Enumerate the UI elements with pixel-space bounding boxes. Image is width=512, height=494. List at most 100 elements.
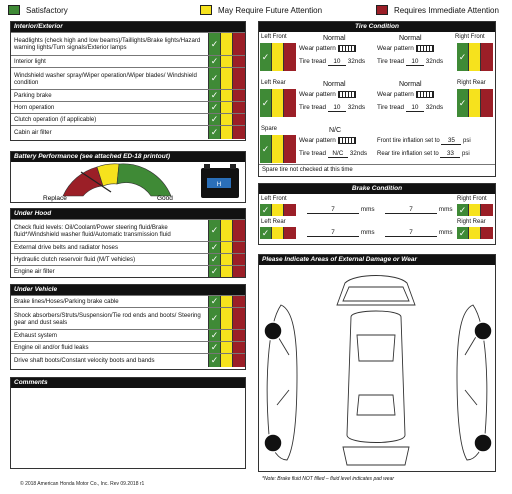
brake-value[interactable]: 7 <box>307 206 359 214</box>
yellow-cell[interactable] <box>221 296 233 307</box>
green-check-cell[interactable]: ✓ <box>260 89 272 117</box>
red-cell[interactable] <box>284 43 296 71</box>
yellow-cell[interactable] <box>221 354 233 367</box>
yellow-cell[interactable] <box>221 56 233 67</box>
green-check-cell[interactable]: ✓ <box>260 204 272 216</box>
red-cell[interactable] <box>481 204 493 216</box>
red-cell[interactable] <box>481 227 493 239</box>
red-cell[interactable] <box>233 220 245 241</box>
green-check-cell[interactable]: ✓ <box>209 266 221 277</box>
tread-value[interactable]: N/C <box>327 150 348 158</box>
brake-value[interactable]: 7 <box>385 229 437 237</box>
yellow-cell[interactable] <box>469 204 481 216</box>
red-cell[interactable] <box>233 126 245 139</box>
red-cell[interactable] <box>233 254 245 265</box>
red-cell[interactable] <box>233 68 245 89</box>
yellow-cell[interactable] <box>272 227 284 239</box>
tread-value[interactable]: 10 <box>327 58 346 66</box>
green-check-cell[interactable]: ✓ <box>260 135 272 163</box>
yellow-cell[interactable] <box>469 43 481 71</box>
red-cell[interactable] <box>284 89 296 117</box>
yellow-cell[interactable] <box>272 43 284 71</box>
yellow-cell[interactable] <box>221 342 233 353</box>
comments-panel: Comments <box>10 377 246 469</box>
red-cell[interactable] <box>284 135 296 163</box>
red-cell[interactable] <box>233 102 245 113</box>
red-cell[interactable] <box>233 56 245 67</box>
green-check-cell[interactable]: ✓ <box>209 90 221 101</box>
yellow-cell[interactable] <box>221 266 233 277</box>
yellow-cell[interactable] <box>221 330 233 341</box>
red-cell[interactable] <box>233 114 245 125</box>
tread-value[interactable]: 10 <box>327 104 346 112</box>
yellow-cell[interactable] <box>221 102 233 113</box>
green-check-cell[interactable]: ✓ <box>209 102 221 113</box>
rear-inflation-value[interactable]: 33 <box>440 150 461 158</box>
red-cell[interactable] <box>233 90 245 101</box>
yellow-cell[interactable] <box>469 227 481 239</box>
green-check-cell[interactable]: ✓ <box>457 89 469 117</box>
front-inflation-value[interactable]: 35 <box>441 137 462 145</box>
green-check-cell[interactable]: ✓ <box>209 33 221 55</box>
green-check-cell[interactable]: ✓ <box>209 342 221 353</box>
green-check-cell[interactable]: ✓ <box>209 308 221 329</box>
car-rear-view <box>342 446 410 466</box>
green-check-cell[interactable]: ✓ <box>209 354 221 367</box>
brake-value[interactable]: 7 <box>307 229 359 237</box>
red-cell[interactable] <box>481 43 493 71</box>
green-check-cell[interactable]: ✓ <box>209 220 221 241</box>
tread-value[interactable]: 10 <box>405 58 424 66</box>
green-check-cell[interactable]: ✓ <box>209 296 221 307</box>
tire-grid: Left Front Right Front Normal Normal ✓ ✓… <box>259 34 495 174</box>
gauge-red-zone <box>62 166 104 197</box>
tread-label: Tire tread <box>377 58 405 65</box>
yellow-cell[interactable] <box>272 135 284 163</box>
green-check-cell[interactable]: ✓ <box>209 68 221 89</box>
green-check-cell[interactable]: ✓ <box>209 330 221 341</box>
yellow-cell[interactable] <box>221 220 233 241</box>
green-check-cell[interactable]: ✓ <box>260 227 272 239</box>
green-check-cell[interactable]: ✓ <box>457 43 469 71</box>
battery-gauge: Replace Good H <box>43 163 239 202</box>
green-check-cell[interactable]: ✓ <box>209 126 221 139</box>
red-cell[interactable] <box>233 342 245 353</box>
red-cell[interactable] <box>233 266 245 277</box>
red-cell[interactable] <box>284 227 296 239</box>
tire-lr-tread: Tire tread 10 32nds <box>299 104 365 112</box>
yellow-cell[interactable] <box>221 254 233 265</box>
yellow-cell[interactable] <box>221 33 233 55</box>
yellow-cell[interactable] <box>469 89 481 117</box>
brake-condition-panel: Brake Condition Left Front Right Front ✓… <box>258 183 496 245</box>
red-cell[interactable] <box>481 89 493 117</box>
red-cell[interactable] <box>233 33 245 55</box>
yellow-cell[interactable] <box>221 68 233 89</box>
vehicle-diagram[interactable] <box>259 265 495 471</box>
red-cell[interactable] <box>284 204 296 216</box>
red-cell[interactable] <box>233 354 245 367</box>
green-check-cell[interactable]: ✓ <box>209 254 221 265</box>
green-check-cell[interactable]: ✓ <box>260 43 272 71</box>
yellow-cell[interactable] <box>272 89 284 117</box>
yellow-cell[interactable] <box>221 242 233 253</box>
red-cell[interactable] <box>233 296 245 307</box>
green-check-cell[interactable]: ✓ <box>209 242 221 253</box>
yellow-cell[interactable] <box>221 90 233 101</box>
check-row: Exhaust system ✓ <box>11 329 245 341</box>
car-left-side <box>266 304 298 461</box>
green-check-cell[interactable]: ✓ <box>209 114 221 125</box>
tread-value[interactable]: 10 <box>405 104 424 112</box>
comments-area[interactable] <box>11 388 245 468</box>
yellow-cell[interactable] <box>221 126 233 139</box>
gauge-good-label: Good <box>157 195 173 202</box>
brake-value[interactable]: 7 <box>385 206 437 214</box>
yellow-cell[interactable] <box>272 204 284 216</box>
red-cell[interactable] <box>233 308 245 329</box>
yellow-cell[interactable] <box>221 114 233 125</box>
green-check-cell[interactable]: ✓ <box>209 56 221 67</box>
red-cell[interactable] <box>233 242 245 253</box>
green-check-cell[interactable]: ✓ <box>457 204 469 216</box>
green-check-cell[interactable]: ✓ <box>457 227 469 239</box>
legend-future-label: May Require Future Attention <box>218 5 323 15</box>
red-cell[interactable] <box>233 330 245 341</box>
yellow-cell[interactable] <box>221 308 233 329</box>
